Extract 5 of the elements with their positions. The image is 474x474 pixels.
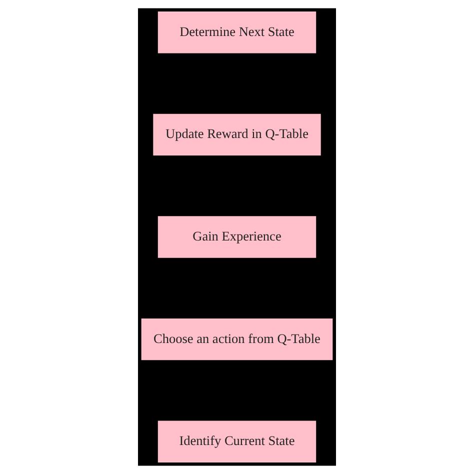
node-box: Choose an action from Q-Table bbox=[141, 318, 333, 360]
node-box: Update Reward in Q-Table bbox=[153, 114, 321, 156]
node-box: Gain Experience bbox=[158, 216, 316, 258]
node-box: Identify Current State bbox=[158, 420, 316, 462]
node-box: Determine Next State bbox=[158, 12, 316, 54]
